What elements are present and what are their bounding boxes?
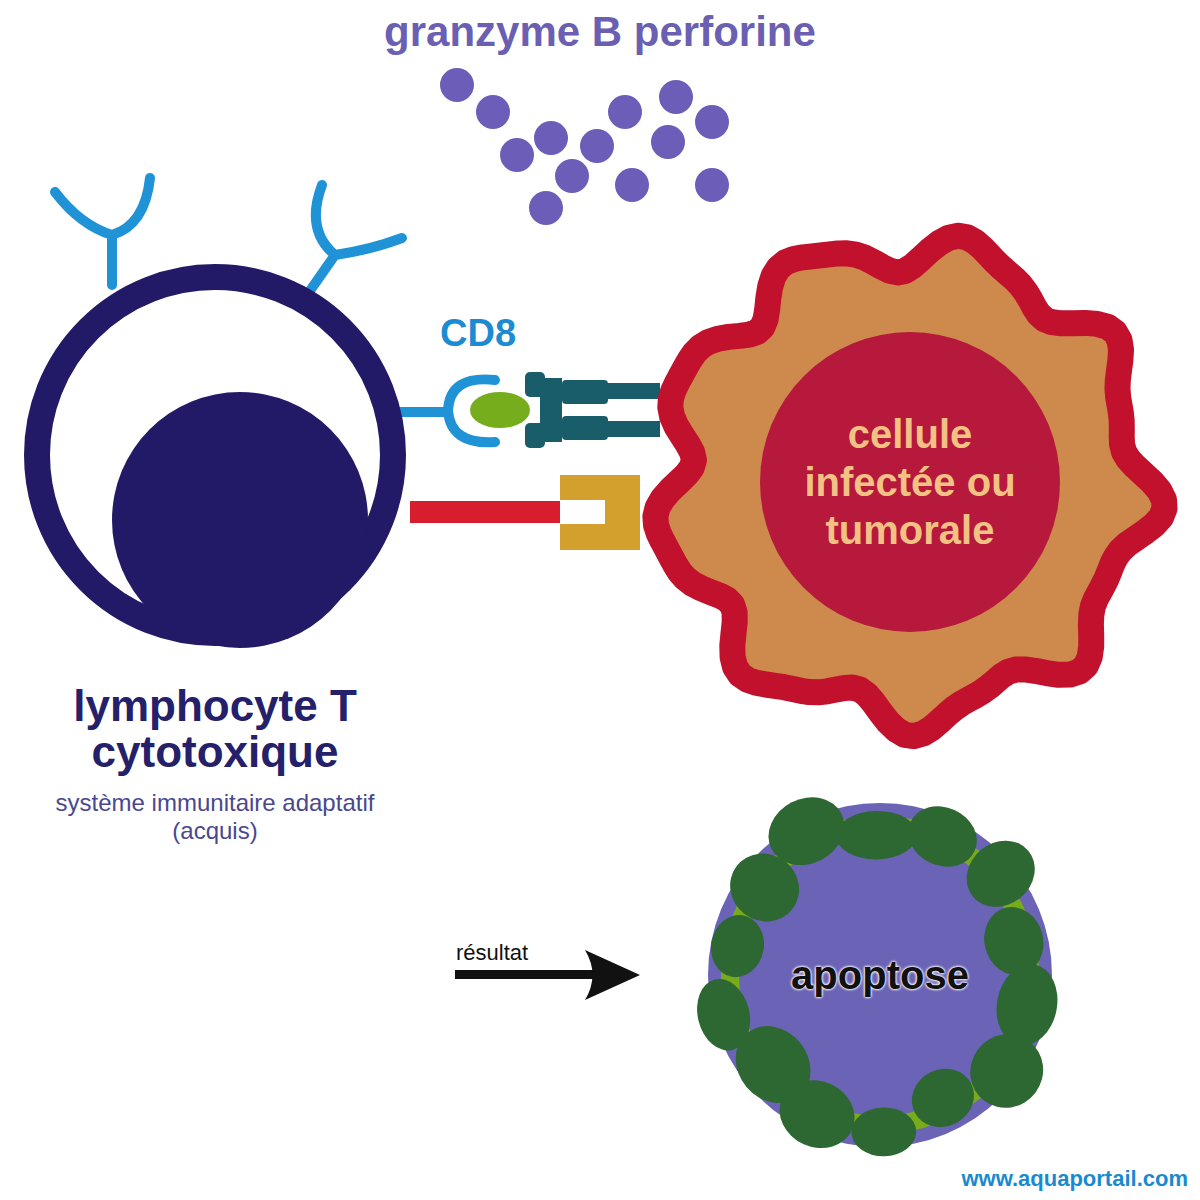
lymphocyte-cell: lymphocyte T cytotoxique système immunita… xyxy=(15,255,425,875)
receptor-label: CD8 xyxy=(440,312,516,355)
cell-name: cellule infectée ou tumorale xyxy=(775,410,1045,554)
state-name: apoptose xyxy=(740,953,1020,997)
cell-title: lymphocyte T cytotoxique xyxy=(15,683,415,775)
apoptotic-cell: apoptose xyxy=(685,785,1075,1170)
granzyme-dots xyxy=(440,68,729,225)
watermark: www.aquaportail.com xyxy=(961,1166,1188,1192)
target-cell: cellule infectée ou tumorale xyxy=(615,210,1195,755)
arrow-label: résultat xyxy=(456,940,528,966)
receptor-block xyxy=(560,475,640,550)
mhc-molecule xyxy=(525,372,660,448)
molecule-label: granzyme B perforine xyxy=(384,8,816,56)
lymphocyte-cell-outline xyxy=(15,255,425,875)
receptor-socket xyxy=(560,500,605,524)
cell-subtitle: système immunitaire adaptatif (acquis) xyxy=(35,789,395,845)
antigen-peptide xyxy=(470,392,530,428)
